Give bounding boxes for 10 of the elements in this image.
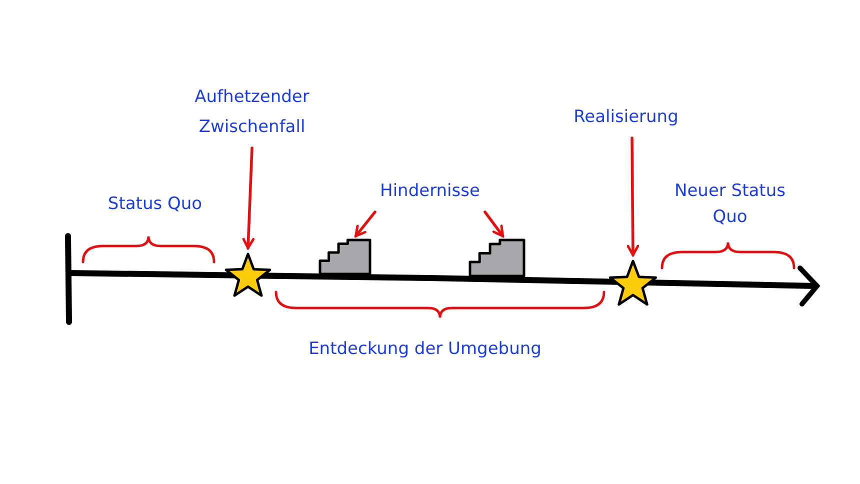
arrow <box>626 136 640 256</box>
phase-label: Neuer Status Quo <box>674 180 786 229</box>
arrow <box>484 210 504 238</box>
arrow <box>242 146 255 250</box>
event-label: Hindernisse <box>379 180 481 203</box>
arrow <box>354 210 376 238</box>
phase-label: Status Quo <box>106 193 204 216</box>
event-label: Aufhetzender Zwischenfall <box>194 86 310 139</box>
event-label: Realisierung <box>572 106 680 129</box>
phase-label: Entdeckung der Umgebung <box>308 338 542 361</box>
